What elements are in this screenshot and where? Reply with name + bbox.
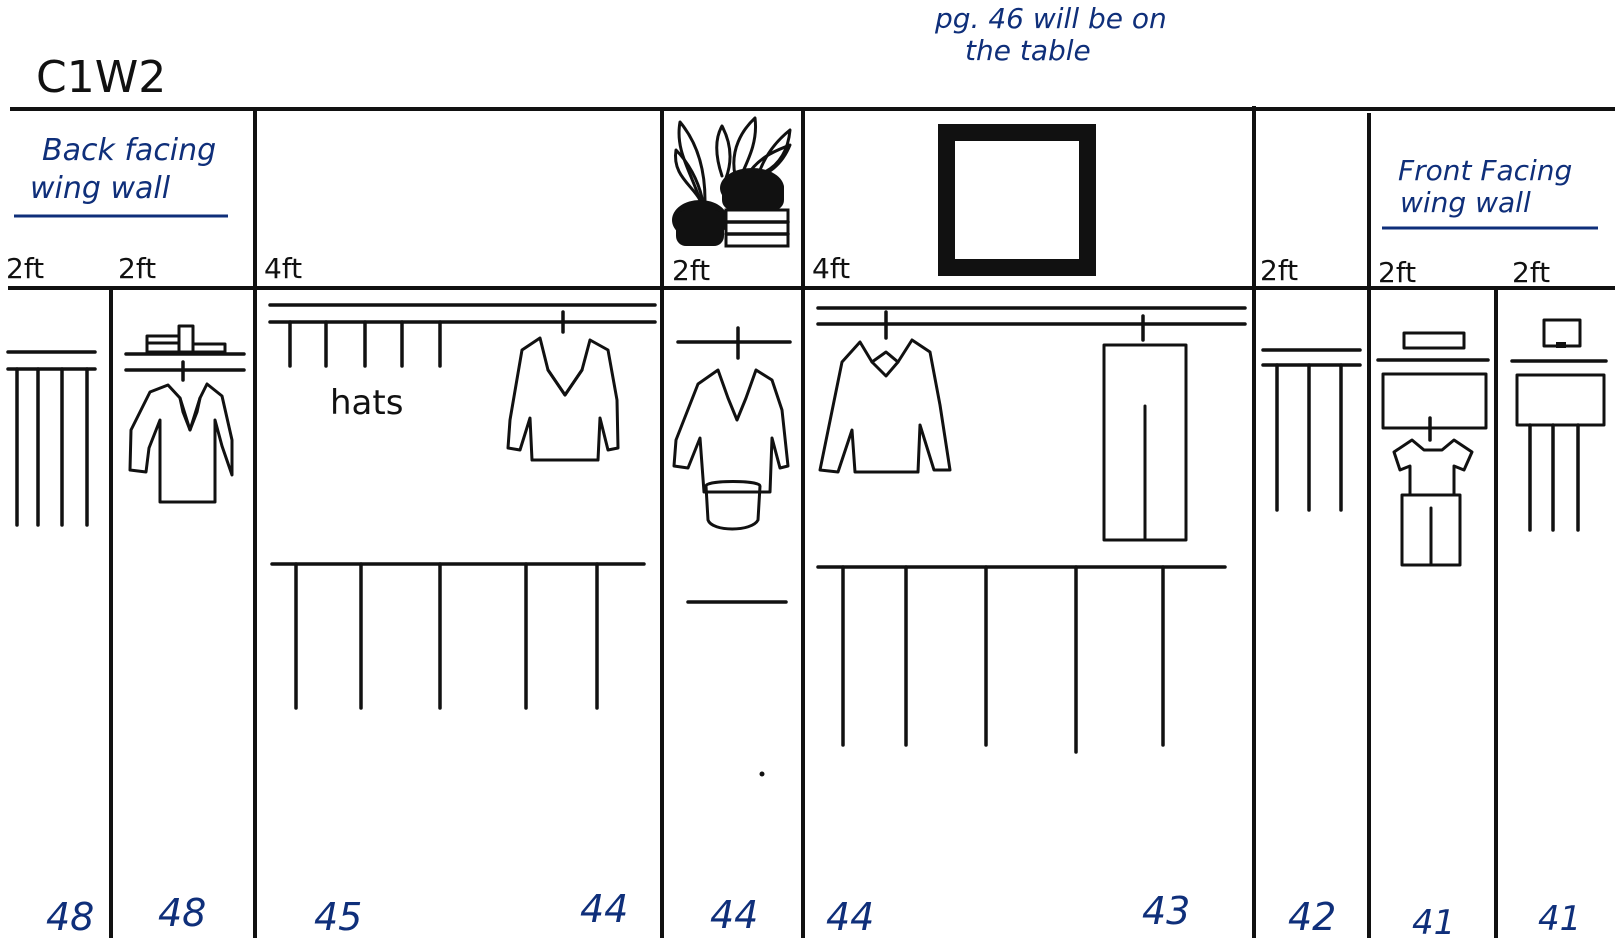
section-page-number: 48 (158, 891, 206, 935)
section-page-number: 41 (1538, 899, 1581, 938)
section-width-label: 2ft (672, 254, 710, 287)
section-page-number: 45 (314, 895, 362, 938)
section-width-label: 4ft (264, 252, 302, 285)
front-wing-label-line-2: wing wall (1400, 186, 1531, 219)
mirror-frame-icon (938, 124, 1096, 276)
section-3-fixture (268, 303, 657, 710)
section-width-label: 4ft (812, 252, 850, 285)
pants-icon (1102, 343, 1188, 542)
section-page-number: 43 (1142, 889, 1190, 933)
hats-label: hats (330, 383, 403, 423)
polo-shirt-icon (128, 382, 234, 504)
section-page-number: 44 (580, 887, 628, 931)
outfit-pants-icon (1400, 493, 1462, 567)
section-width-label: 2ft (1378, 256, 1416, 289)
section-width-label: 2ft (6, 252, 44, 285)
section-width-label: 2ft (1512, 256, 1550, 289)
section-width-label: 2ft (118, 252, 156, 285)
section-page-number: 42 (1288, 895, 1336, 938)
section-4-fixture (676, 326, 792, 777)
page-title: C1W2 (36, 52, 166, 103)
section-2-fixture (124, 324, 246, 382)
outfit-top-icon (1392, 438, 1474, 497)
section-page-number: 41 (1412, 903, 1455, 938)
hoodie-icon (818, 338, 952, 474)
section-page-number: 48 (46, 895, 94, 938)
v-neck-top-icon (672, 368, 790, 494)
handbag-icon (704, 480, 762, 531)
plant-decor-icon (672, 116, 792, 248)
section-5-fixture (816, 306, 1247, 754)
section-width-label: 2ft (1260, 254, 1298, 287)
top-note-line-1: pg. 46 will be on (934, 2, 1167, 35)
back-wing-label-line-1: Back facing (42, 133, 216, 168)
front-wing-label-line-1: Front Facing (1398, 154, 1572, 187)
section-page-number: 44 (826, 895, 874, 938)
section-1-fixture (6, 350, 97, 527)
section-page-number: 44 (710, 893, 758, 937)
section-8-fixture (1510, 318, 1608, 532)
sweater-icon (506, 336, 620, 462)
section-7-fixture (1376, 331, 1490, 442)
back-wing-label-line-2: wing wall (30, 171, 171, 206)
section-6-fixture (1261, 348, 1362, 512)
top-note-line-2: the table (965, 34, 1091, 67)
